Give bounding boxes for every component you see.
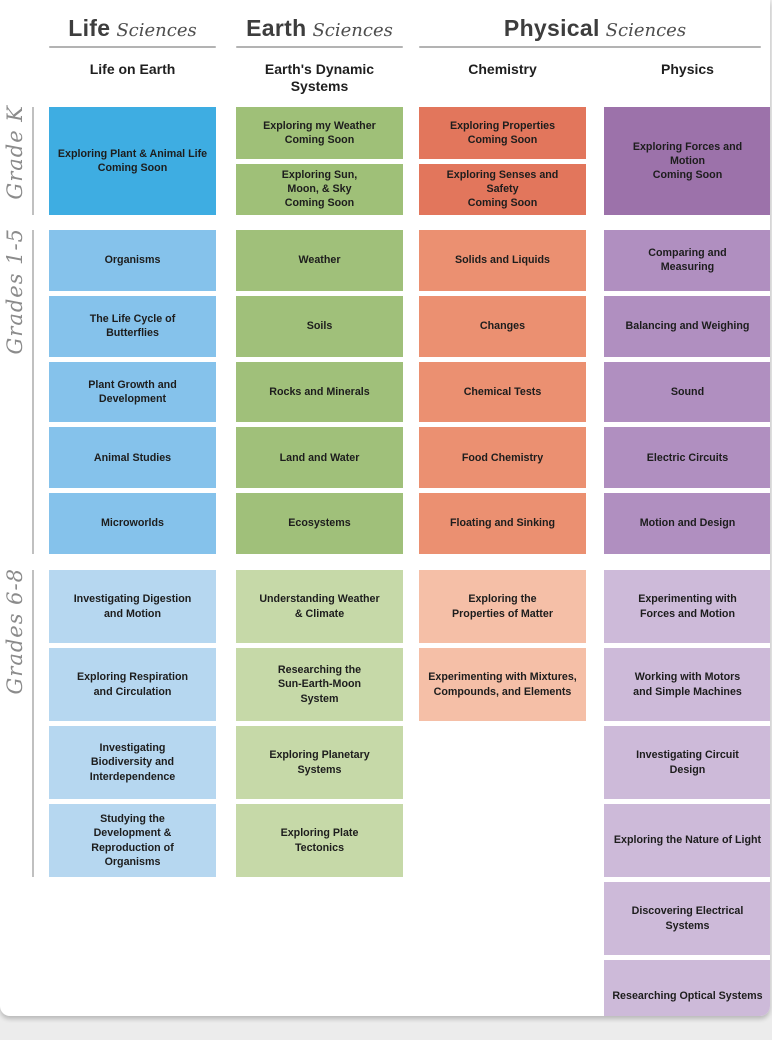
grade-band-g68: Grades 6-8 Investigating Digestion and Mo… (0, 568, 770, 1016)
section-title-physical: Physical Sciences (419, 15, 770, 42)
curriculum-unit-box: Chemical Tests (419, 361, 586, 423)
grade-band-k: Grade K Exploring Plant & Animal Life Com… (0, 105, 770, 215)
curriculum-unit-box: Plant Growth and Development (49, 361, 216, 423)
section-underlines-row (0, 46, 770, 48)
column-gap (403, 61, 419, 95)
band-divider-line (32, 570, 34, 877)
curriculum-unit-box: Comparing and Measuring (604, 230, 770, 291)
curriculum-unit-box: Experimenting with Mixtures, Compounds, … (419, 648, 586, 721)
column-gap (216, 61, 236, 95)
section-underline-physical (419, 46, 761, 48)
physics-column-k: Exploring Forces and Motion Coming Soon (604, 107, 770, 215)
curriculum-unit-box: Solids and Liquids (419, 230, 586, 291)
band-label: Grades 6-8 (3, 568, 27, 695)
column-gap (586, 61, 604, 95)
band-label-cell: Grades 6-8 (0, 568, 49, 1016)
section-title-physical-italic: Sciences (605, 20, 687, 41)
curriculum-unit-box: Sound (604, 361, 770, 423)
curriculum-unit-box: Studying the Development & Reproduction … (49, 804, 216, 877)
curriculum-unit-box: Organisms (49, 230, 216, 291)
curriculum-unit-box: Motion and Design (604, 493, 770, 554)
column-header-earth: Earth's Dynamic Systems (264, 61, 375, 94)
curriculum-unit-box: Soils (236, 295, 403, 357)
section-title-earth-italic: Sciences (312, 20, 393, 41)
curriculum-unit-box: Food Chemistry (419, 427, 586, 489)
curriculum-unit-box: Microworlds (49, 493, 216, 554)
curriculum-unit-box: Exploring the Nature of Light (604, 804, 770, 877)
curriculum-unit-box: Discovering Electrical Systems (604, 882, 770, 955)
column-header-physics: Physics (661, 61, 714, 77)
curriculum-page: Life Sciences Earth Sciences Physical Sc… (0, 0, 770, 1016)
curriculum-unit-box: Rocks and Minerals (236, 361, 403, 423)
curriculum-unit-box: Changes (419, 295, 586, 357)
curriculum-unit-box: Exploring Senses and Safety Coming Soon (419, 163, 586, 215)
curriculum-unit-box: Working with Motors and Simple Machines (604, 648, 770, 721)
curriculum-unit-box: Understanding Weather & Climate (236, 570, 403, 643)
curriculum-unit-box: Weather (236, 230, 403, 291)
section-underline-life (49, 46, 216, 48)
section-title-earth-bold: Earth (246, 15, 307, 41)
curriculum-unit-box: Exploring Plate Tectonics (236, 804, 403, 877)
column-header-chemistry: Chemistry (468, 61, 537, 77)
column-headers-row: Life on Earth Earth's Dynamic Systems Ch… (0, 61, 770, 95)
column-gap (216, 46, 236, 48)
curriculum-unit-box: Exploring Plant & Animal Life Coming Soo… (49, 107, 216, 215)
band-label: Grade K (3, 105, 27, 200)
header-spacer (0, 61, 49, 95)
curriculum-grid: Grade K Exploring Plant & Animal Life Com… (0, 105, 770, 1016)
curriculum-unit-box: Exploring Planetary Systems (236, 726, 403, 799)
curriculum-unit-box: Researching the Sun-Earth-Moon System (236, 648, 403, 721)
curriculum-unit-box: Investigating Biodiversity and Interdepe… (49, 726, 216, 799)
curriculum-unit-box: The Life Cycle of Butterflies (49, 295, 216, 357)
curriculum-unit-box: Exploring Properties Coming Soon (419, 107, 586, 159)
section-title-life: Life Sciences (49, 15, 216, 42)
curriculum-unit-box: Animal Studies (49, 427, 216, 489)
curriculum-unit-box: Ecosystems (236, 493, 403, 554)
header-spacer (0, 46, 49, 48)
section-title-life-bold: Life (68, 15, 111, 41)
curriculum-unit-box: Exploring Respiration and Circulation (49, 648, 216, 721)
band-divider-line (32, 230, 34, 554)
section-underline-earth (236, 46, 403, 48)
column-header-life: Life on Earth (89, 61, 176, 77)
band-label: Grades 1-5 (3, 228, 27, 355)
curriculum-unit-box: Exploring Sun, Moon, & Sky Coming Soon (236, 163, 403, 215)
curriculum-unit-box: Exploring my Weather Coming Soon (236, 107, 403, 159)
curriculum-unit-box: Experimenting with Forces and Motion (604, 570, 770, 643)
curriculum-unit-box: Researching Optical Systems (604, 960, 770, 1016)
curriculum-unit-box: Floating and Sinking (419, 493, 586, 554)
column-gap (403, 46, 419, 48)
curriculum-unit-box: Investigating Circuit Design (604, 726, 770, 799)
band-label-cell: Grades 1-5 (0, 228, 49, 554)
band-divider-line (32, 107, 34, 215)
section-titles-row: Life Sciences Earth Sciences Physical Sc… (0, 0, 770, 43)
band-label-cell: Grade K (0, 105, 49, 215)
curriculum-unit-box: Electric Circuits (604, 427, 770, 489)
curriculum-unit-box: Exploring the Properties of Matter (419, 570, 586, 643)
section-title-earth: Earth Sciences (236, 15, 403, 42)
section-title-life-italic: Sciences (116, 20, 197, 41)
curriculum-unit-box: Land and Water (236, 427, 403, 489)
life-column-k: Exploring Plant & Animal Life Coming Soo… (49, 107, 216, 215)
curriculum-unit-box: Investigating Digestion and Motion (49, 570, 216, 643)
section-title-physical-bold: Physical (503, 15, 600, 41)
curriculum-unit-box: Balancing and Weighing (604, 295, 770, 357)
curriculum-unit-box: Exploring Forces and Motion Coming Soon (604, 107, 770, 215)
